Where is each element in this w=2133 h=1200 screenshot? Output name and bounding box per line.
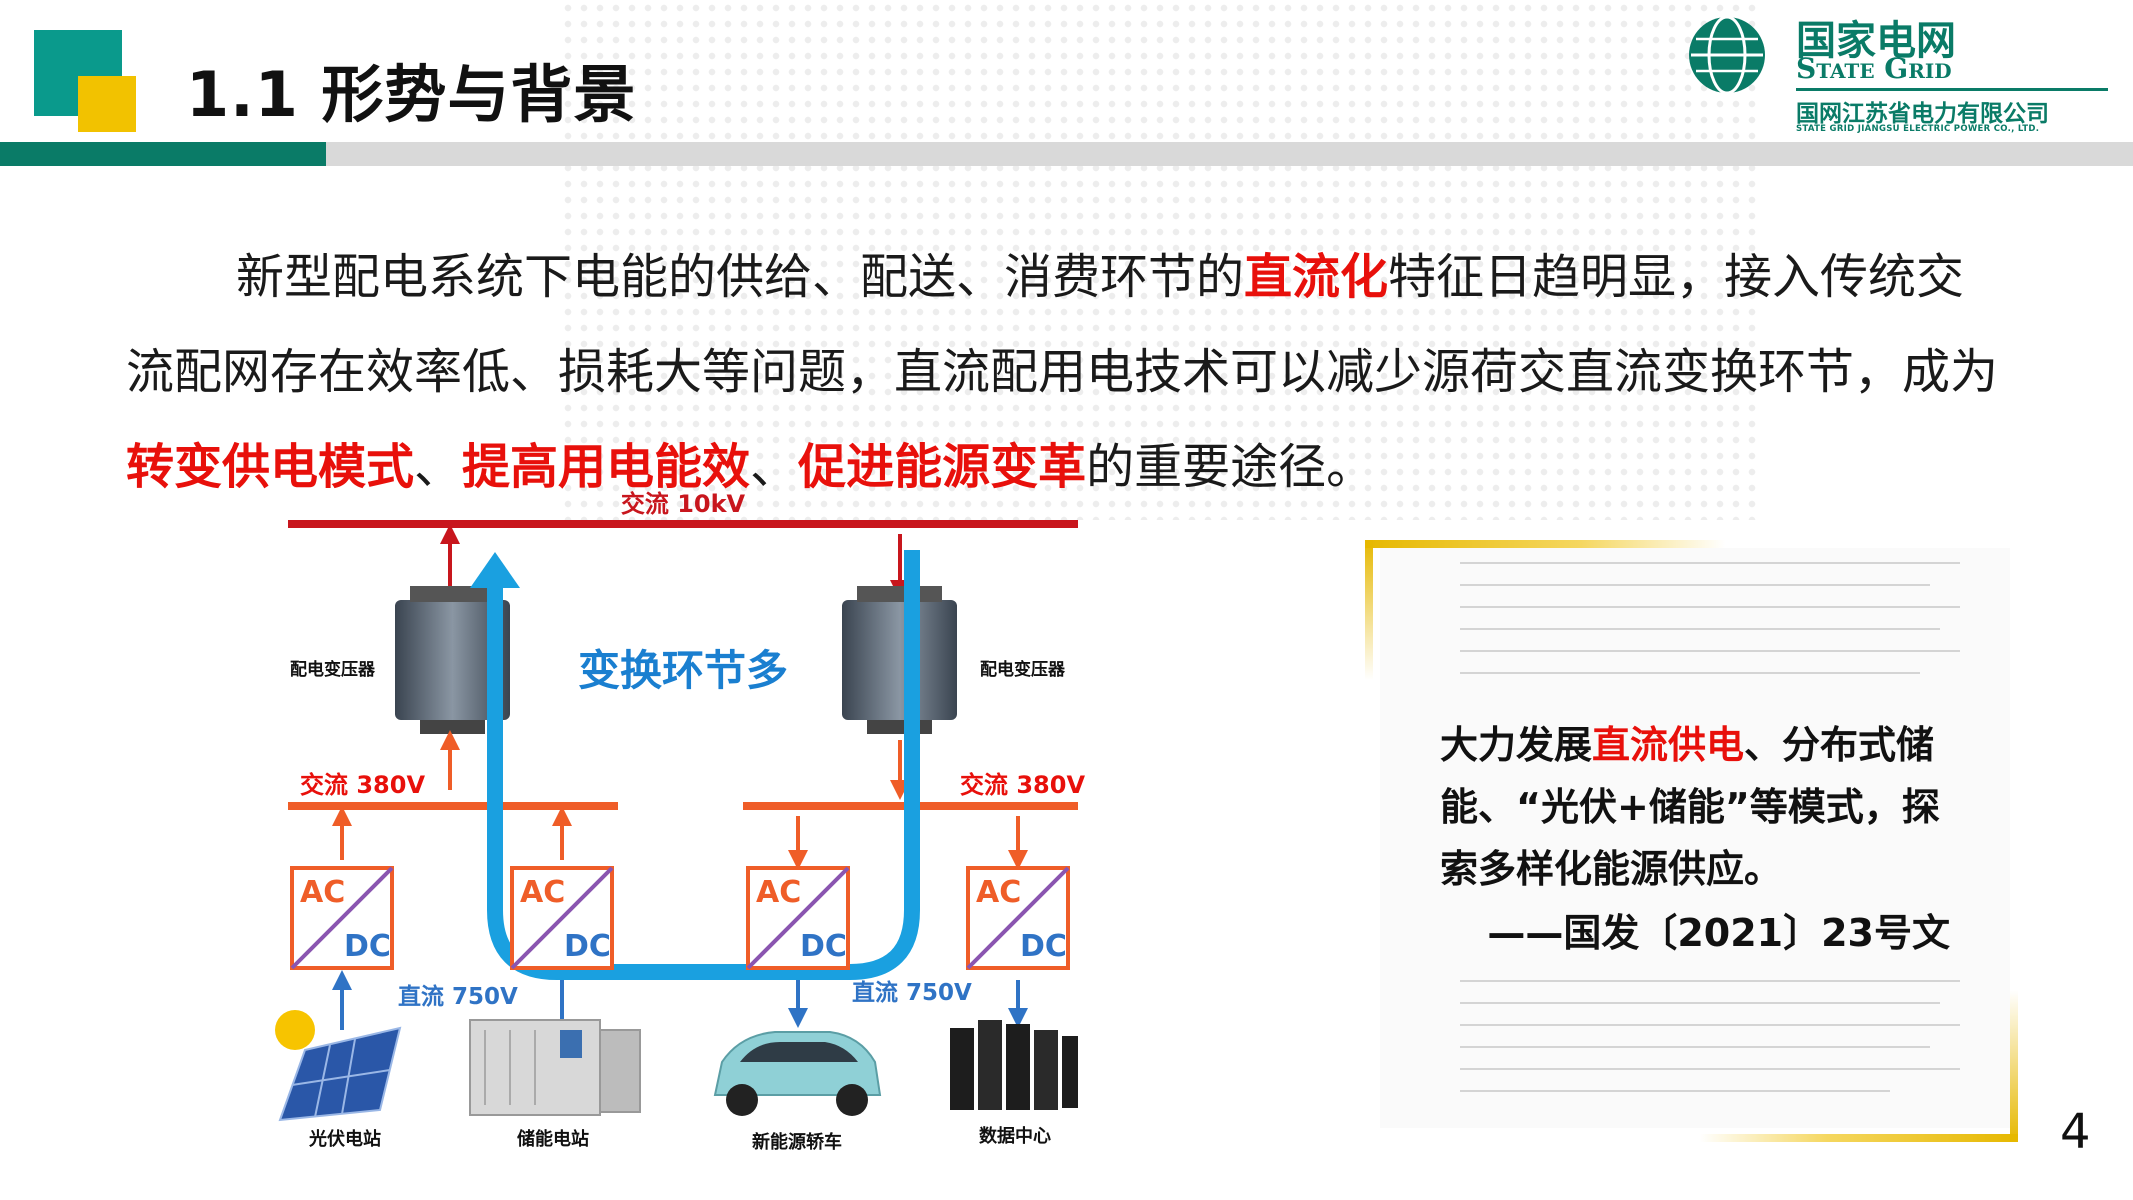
label-load-pv: 光伏电站	[308, 1128, 381, 1150]
label-ac-380v-right: 交流 380V	[960, 771, 1085, 799]
energy-storage-icon	[469, 1019, 641, 1116]
brand-name-en: State Grid	[1796, 52, 1952, 85]
svg-text:DC: DC	[1020, 929, 1067, 964]
doc-text-line	[1460, 650, 1960, 652]
para-text-2: 特征日趋明显，接入传统交流配网存在效率低、损耗大等问题，直流配用电技术可以减少源…	[126, 249, 1999, 400]
converter-2-icon: AC DC	[510, 866, 614, 970]
quote-frame-bottom	[1700, 1134, 2018, 1142]
state-grid-globe-logo	[1689, 15, 1765, 95]
doc-text-line	[1460, 606, 1960, 608]
quote-frame-left	[1365, 540, 1373, 680]
dc-path-arrowhead	[470, 552, 520, 588]
para-highlight-1: 转变供电模式	[126, 439, 415, 495]
svg-text:AC: AC	[520, 875, 565, 910]
header-logo-square-yellow	[78, 76, 136, 132]
transformer-right-icon	[842, 586, 957, 734]
solar-panel-icon	[275, 1010, 402, 1122]
background-world-map	[560, 0, 1760, 520]
converter-4-icon: AC DC	[966, 866, 1070, 970]
label-transformer-left: 配电变压器	[290, 659, 376, 680]
intro-paragraph: 新型配电系统下电能的供给、配送、消费环节的直流化特征日趋明显，接入传统交流配网存…	[126, 230, 2006, 515]
doc-text-line	[1460, 562, 1960, 564]
para-sep-2: 、	[750, 439, 799, 495]
quote-source: ——国发〔2021〕23号文	[1487, 911, 1950, 955]
doc-text-line	[1460, 584, 1930, 586]
page-number: 4	[2060, 1104, 2091, 1160]
label-load-ev: 新能源轿车	[752, 1131, 842, 1153]
converter-3-icon: AC DC	[746, 866, 850, 970]
brand-name-cn: 国家电网	[1796, 17, 1956, 64]
policy-quote: 大力发展直流供电、分布式储能、“光伏+储能”等模式，探索多样化能源供应。	[1440, 714, 1960, 900]
electric-car-icon	[713, 1031, 882, 1116]
label-load-datacenter: 数据中心	[979, 1125, 1051, 1147]
para-highlight-2: 提高用电能效	[462, 439, 751, 495]
transformer-left-icon	[395, 586, 510, 734]
quote-frame-right	[2010, 990, 2018, 1142]
brand-divider	[1796, 88, 2108, 91]
data-center-icon	[950, 1020, 1078, 1110]
doc-text-line	[1460, 1046, 1930, 1048]
header-bar	[326, 142, 2133, 166]
bus-380v-left	[288, 802, 618, 810]
converter-1-icon: AC DC	[290, 866, 394, 970]
doc-text-line	[1460, 1090, 1890, 1092]
svg-text:DC: DC	[564, 929, 611, 964]
svg-text:AC: AC	[300, 875, 345, 910]
dc-conversion-path	[487, 550, 920, 980]
doc-text-line	[1460, 1068, 1960, 1070]
quote-highlight: 直流供电	[1592, 723, 1745, 767]
svg-text:AC: AC	[756, 875, 801, 910]
label-load-storage: 储能电站	[516, 1128, 589, 1150]
doc-text-line	[1460, 672, 1920, 674]
bus-10kv	[288, 520, 1078, 528]
label-ac-380v-left: 交流 380V	[300, 771, 425, 799]
doc-text-line	[1460, 980, 1960, 982]
quote-text-2: 、分布式储能、“光伏+储能”等模式，探索多样化能源供应。	[1440, 723, 1940, 891]
para-highlight-3: 促进能源变革	[798, 439, 1087, 495]
doc-text-line	[1460, 628, 1940, 630]
para-sep-1: 、	[414, 439, 463, 495]
policy-document-image	[1380, 548, 2010, 1128]
svg-text:AC: AC	[976, 875, 1021, 910]
para-text-3: 的重要途径。	[1086, 439, 1375, 495]
doc-text-line	[1460, 1024, 1960, 1026]
distribution-diagram: 交流 10kV 配电变压器 配电变压器 交流 380V 交流 380V 变换环节…	[275, 490, 1085, 1153]
label-ac-10kv: 交流 10kV	[621, 490, 746, 518]
svg-text:DC: DC	[800, 929, 847, 964]
para-highlight-dc: 直流化	[1244, 249, 1389, 305]
header-bar-accent	[0, 142, 326, 166]
company-name-en: STATE GRID JIANGSU ELECTRIC POWER CO., L…	[1796, 124, 2040, 134]
label-dc-750v-left: 直流 750V	[398, 983, 518, 1010]
label-dc-750v-right: 直流 750V	[852, 979, 972, 1006]
doc-text-line	[1460, 1002, 1940, 1004]
quote-text-1: 大力发展	[1440, 723, 1593, 767]
page-title: 1.1 形势与背景	[186, 58, 637, 131]
svg-text:DC: DC	[344, 929, 391, 964]
company-name-cn: 国网江苏省电力有限公司	[1796, 101, 2049, 127]
quote-frame-top	[1365, 540, 1725, 548]
label-transformer-right: 配电变压器	[980, 659, 1066, 680]
label-conversion-steps: 变换环节多	[578, 646, 788, 695]
para-text-1: 新型配电系统下电能的供给、配送、消费环节的	[236, 249, 1245, 305]
